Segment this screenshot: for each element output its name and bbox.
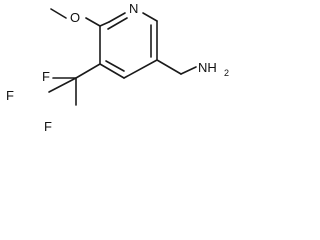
bond-c2-c3-link: [99, 21, 110, 27]
ring-nitrogen-label: N: [129, 1, 138, 16]
bond-c2-n1: [108, 12, 126, 23]
trifluoromethyl-group: F F F: [6, 63, 101, 134]
bond-c2-n1-inner: [107, 17, 128, 30]
bond-c2-o: [85, 17, 101, 27]
bond-c5-c4: [123, 59, 158, 79]
bond-c4-c3-inner: [105, 60, 125, 72]
amine-subscript: 2: [224, 68, 229, 78]
methoxy-group: O: [50, 8, 101, 27]
bond-n1-c6: [142, 12, 158, 22]
bond-ch2-n: [180, 66, 197, 75]
fluorine-atom-label-top: F: [42, 69, 50, 84]
bond-c4-c3: [99, 63, 125, 79]
bond-c3-cf3: [75, 63, 101, 79]
aminomethyl-group: NH 2: [156, 59, 229, 78]
fluorine-atom-label-bottom: F: [44, 119, 52, 134]
molecule-structure-diagram: O N F F F NH 2: [6, 1, 229, 134]
bond-c-f-left: [48, 77, 77, 93]
fluorine-atom-label-left: F: [6, 88, 14, 103]
oxygen-atom-label: O: [70, 10, 80, 25]
bond-c5-ch2: [156, 59, 182, 75]
bond-o-ch3: [50, 8, 67, 19]
amine-nitrogen-label: NH: [198, 60, 217, 75]
pyridine-ring: [99, 12, 158, 79]
